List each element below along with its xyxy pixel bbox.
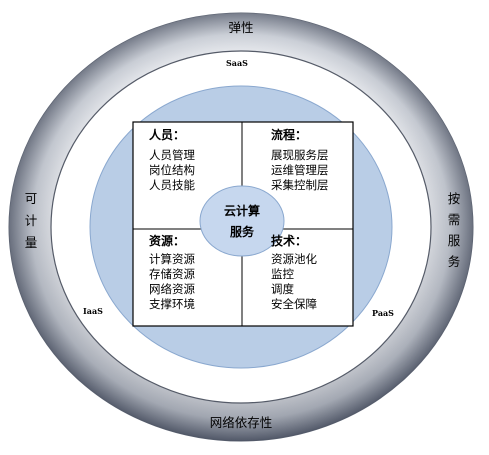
quadrant-resources-item: 支撑环境 <box>149 297 195 311</box>
quadrant-resources-item: 存储资源 <box>149 267 195 281</box>
ring-label-right-1: 按 <box>448 191 461 206</box>
quadrant-resources-item: 计算资源 <box>149 252 195 266</box>
center-circle <box>199 185 285 257</box>
center-title-line1: 云计算 <box>224 203 260 218</box>
ring-label-left-3: 量 <box>25 235 38 250</box>
quadrant-personnel-item: 人员管理 <box>149 148 195 162</box>
ring-label-right-2: 需 <box>448 212 461 227</box>
ring-label-top: 弹性 <box>228 20 253 35</box>
quadrant-process-item: 运维管理层 <box>271 163 329 177</box>
center-title-line2: 服务 <box>230 224 255 239</box>
quadrant-process-item: 采集控制层 <box>271 178 329 192</box>
quadrant-personnel-item: 人员技能 <box>149 178 195 192</box>
ring-label-right-3: 服 <box>448 233 461 248</box>
ring-label-left-1: 可 <box>25 191 38 206</box>
ring-label-left-2: 计 <box>25 213 38 228</box>
quadrant-process-item: 展现服务层 <box>271 148 329 162</box>
quadrant-resources-item: 网络资源 <box>149 282 195 296</box>
layer-label-saas: SaaS <box>226 58 248 68</box>
quadrant-technology-item: 安全保障 <box>271 297 317 311</box>
quadrant-technology-item: 监控 <box>271 267 294 281</box>
layer-label-paas: PaaS <box>372 308 394 318</box>
ring-label-right-4: 务 <box>448 254 461 269</box>
layer-label-iaas: IaaS <box>83 306 103 316</box>
quadrant-technology-title: 技术： <box>271 233 307 248</box>
quadrant-technology-item: 资源池化 <box>271 252 317 266</box>
quadrant-process-title: 流程： <box>271 127 307 142</box>
quadrant-technology-item: 调度 <box>271 282 294 296</box>
quadrant-personnel-item: 岗位结构 <box>149 163 195 177</box>
quadrant-resources-title: 资源： <box>149 233 185 248</box>
ring-label-bottom: 网络依存性 <box>210 415 273 430</box>
quadrant-personnel-title: 人员： <box>149 127 185 142</box>
